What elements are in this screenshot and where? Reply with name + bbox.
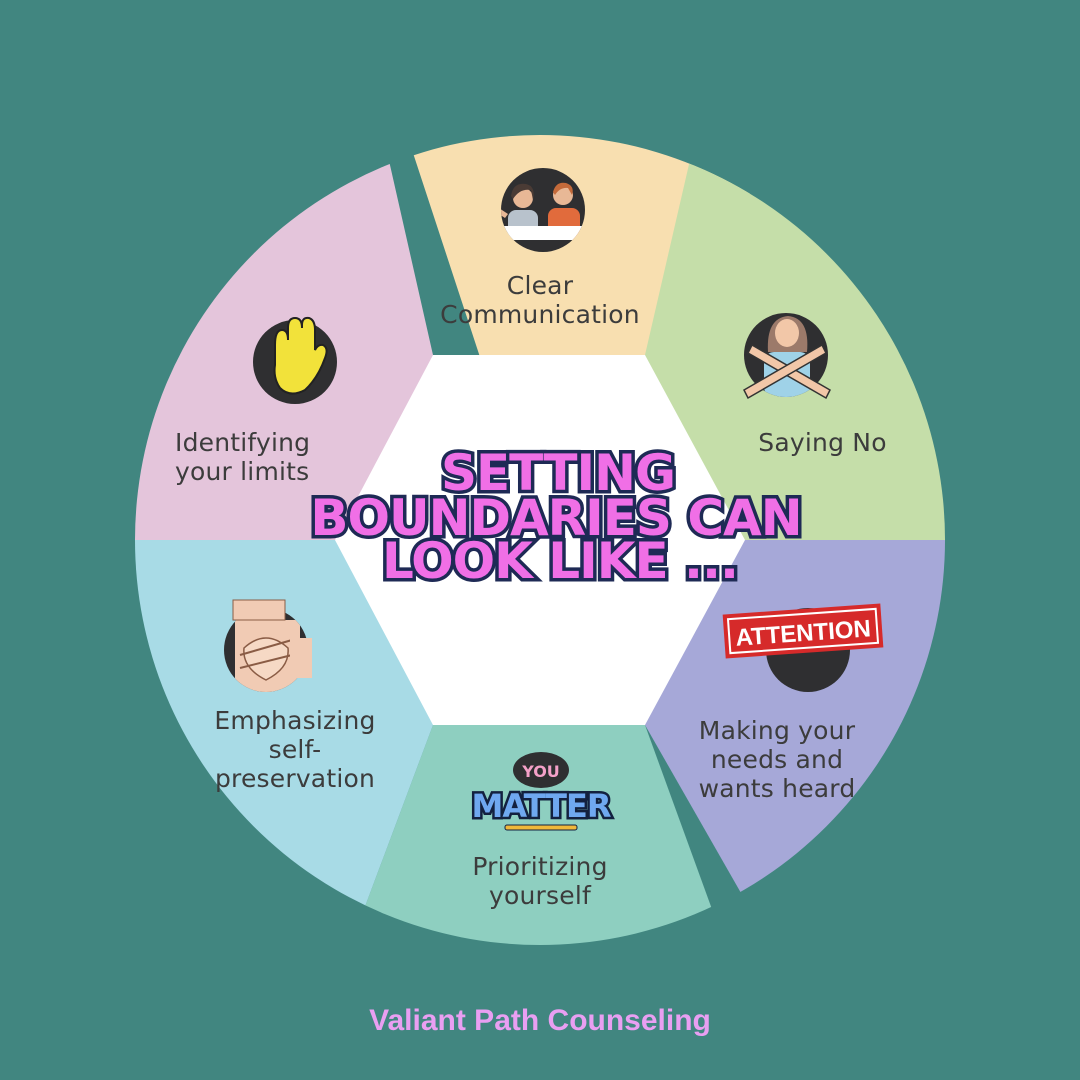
matter-sticker-text: MATTER bbox=[471, 787, 610, 825]
self-hug-icon bbox=[224, 599, 312, 692]
stop-hand-icon bbox=[253, 316, 337, 404]
attention-stamp-icon: ATTENTION bbox=[722, 603, 884, 692]
conversation-icon bbox=[501, 168, 585, 252]
crossed-arms-icon bbox=[743, 313, 831, 400]
label-self-preservation: Emphasizing self-preservation bbox=[214, 706, 376, 793]
title-line-2: BOUNDARIES CAN bbox=[310, 489, 801, 547]
label-identifying-limits: Identifying your limits bbox=[175, 428, 311, 486]
label-making-needs-heard: Making your needs and wants heard bbox=[698, 716, 856, 803]
footer-brand: Valiant Path Counseling bbox=[369, 1004, 711, 1037]
title-line-3: LOOK LIKE ... bbox=[382, 532, 738, 590]
center-hexagon bbox=[335, 355, 745, 725]
label-saying-no: Saying No bbox=[758, 428, 887, 457]
title-line-1: SETTING bbox=[441, 444, 675, 502]
you-matter-icon: YOU MATTER bbox=[469, 752, 614, 831]
label-clear-communication: Clear Communication bbox=[440, 271, 640, 329]
label-prioritizing-yourself: Prioritizing yourself bbox=[472, 852, 608, 910]
you-sticker-text: YOU bbox=[521, 762, 560, 781]
center-title: SETTING BOUNDARIES CAN LOOK LIKE ... bbox=[307, 441, 806, 594]
